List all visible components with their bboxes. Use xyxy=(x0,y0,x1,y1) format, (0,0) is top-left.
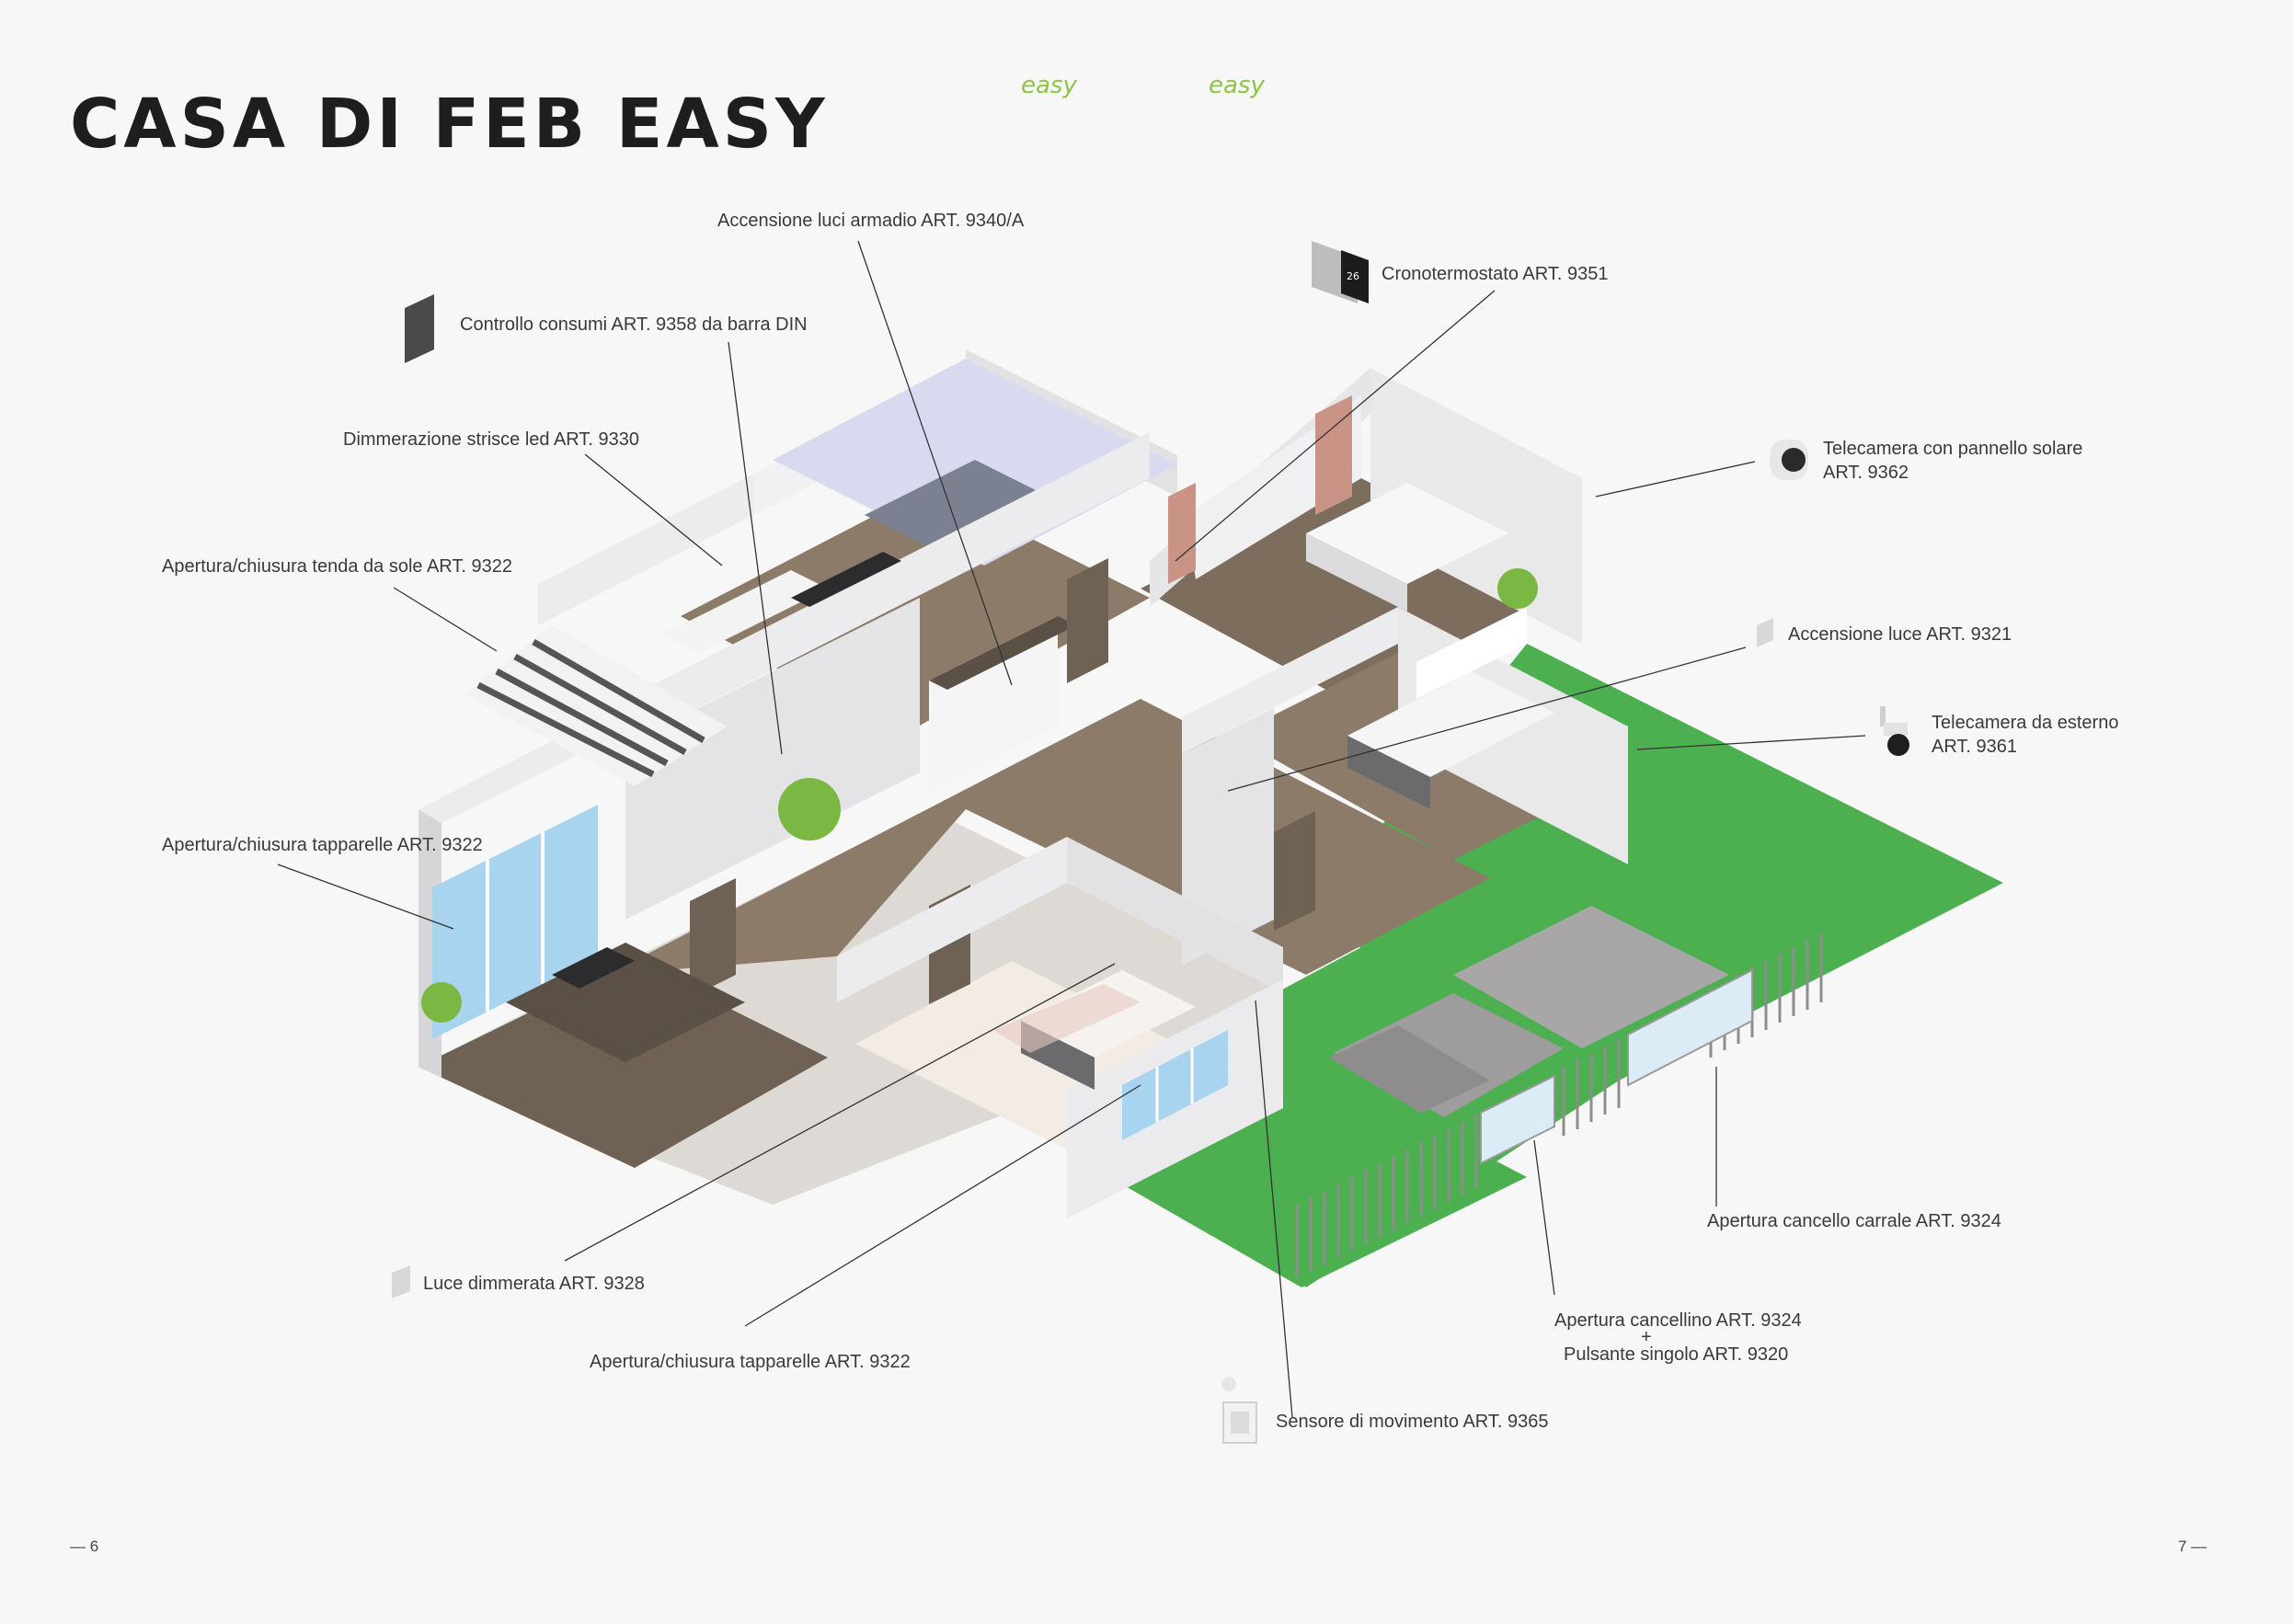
labels: Accensione luci armadio ART. 9340/A Cron… xyxy=(162,211,2118,1432)
brand-logo-left: easy xyxy=(1021,72,1077,99)
gates xyxy=(1480,968,1753,1165)
din-meter-icon xyxy=(405,294,434,363)
light-module-icon xyxy=(1757,618,1773,647)
label-consumi: Controllo consumi ART. 9358 da barra DIN xyxy=(460,315,808,335)
label-crono: Cronotermostato ART. 9351 xyxy=(1382,264,1608,284)
motion-sensor-icon xyxy=(1221,1377,1257,1444)
thermostat-icon: 26 xyxy=(1312,241,1369,303)
outdoor-camera-icon xyxy=(1880,706,1909,756)
page-number-right: 7 — xyxy=(2178,1538,2207,1555)
label-dimmer-led: Dimmerazione strisce led ART. 9330 xyxy=(343,429,639,450)
label-cam-solar-2: ART. 9362 xyxy=(1823,463,1909,483)
label-cam-solar-1: Telecamera con pannello solare xyxy=(1823,439,2082,459)
label-cancellino-1: Apertura cancellino ART. 9324 xyxy=(1554,1310,1802,1331)
label-luce: Accensione luce ART. 9321 xyxy=(1788,624,2012,645)
label-cancellino-plus: + xyxy=(1641,1327,1652,1347)
label-luce-dimmerata: Luce dimmerata ART. 9328 xyxy=(423,1274,645,1294)
label-cancellino-2: Pulsante singolo ART. 9320 xyxy=(1564,1344,1788,1365)
thermostat-display: 26 xyxy=(1347,270,1359,282)
dimmer-module-icon xyxy=(392,1265,410,1298)
label-armadio: Accensione luci armadio ART. 9340/A xyxy=(717,211,1025,231)
solar-camera-icon xyxy=(1770,440,1808,480)
house-walls xyxy=(418,349,1628,1218)
awning xyxy=(464,625,727,786)
label-sensore: Sensore di movimento ART. 9365 xyxy=(1276,1412,1548,1432)
label-cam-ext-1: Telecamera da esterno xyxy=(1932,713,2118,733)
page-title: CASA DI FEB EASY xyxy=(70,85,829,164)
page-number-left: — 6 xyxy=(70,1538,99,1555)
leader-lines xyxy=(277,240,1866,1418)
label-tapparelle-left: Apertura/chiusura tapparelle ART. 9322 xyxy=(162,835,483,855)
label-tenda: Apertura/chiusura tenda da sole ART. 932… xyxy=(162,556,512,577)
label-cam-ext-2: ART. 9361 xyxy=(1932,737,2017,757)
label-tapparelle-bottom: Apertura/chiusura tapparelle ART. 9322 xyxy=(590,1352,911,1372)
label-carrale: Apertura cancello carrale ART. 9324 xyxy=(1707,1211,2001,1231)
brand-logo-right: easy xyxy=(1209,72,1265,99)
